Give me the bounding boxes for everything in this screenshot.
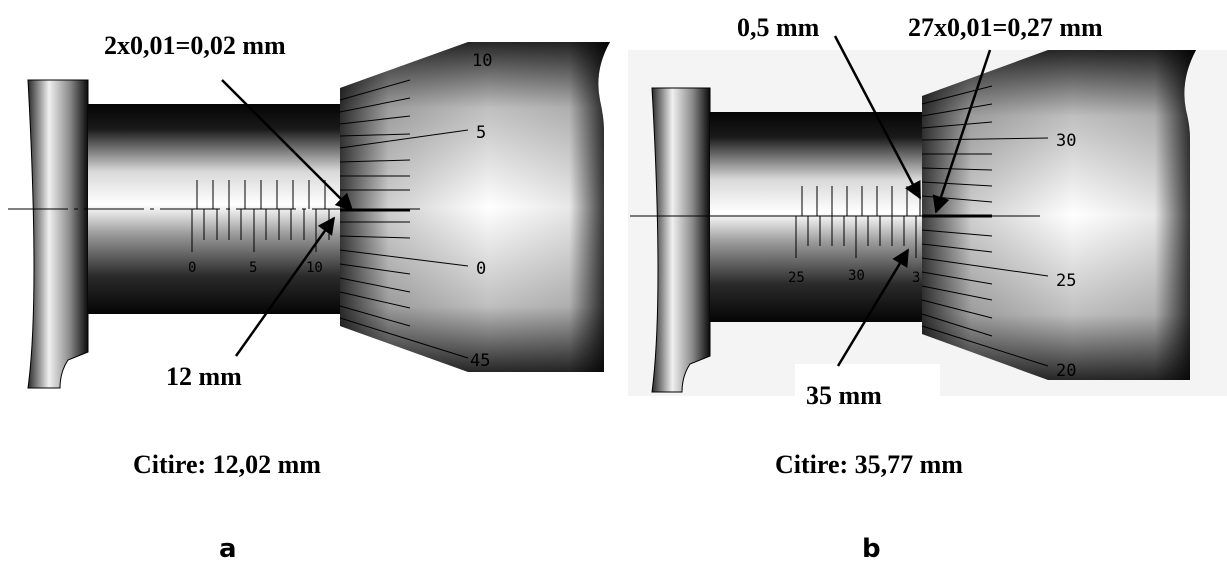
thimble-number-a-1: 10 xyxy=(472,51,492,71)
arrow-thimble-reading-a xyxy=(221,79,354,212)
sleeve-reading-label-a: 12 mm xyxy=(166,362,242,391)
sleeve-number-a-3: 10 xyxy=(306,260,323,276)
panel-letter-b: b xyxy=(862,534,881,564)
thimble-number-a-3: 0 xyxy=(476,259,486,279)
arrow-half-mm-b xyxy=(833,35,922,200)
arrow-sleeve-reading-b xyxy=(836,248,910,367)
thimble-number-b-2: 25 xyxy=(1056,271,1076,291)
sleeve-number-b-3: 3 xyxy=(912,270,920,286)
panel-letter-a: a xyxy=(219,534,237,564)
micrometer-frame-a xyxy=(27,79,89,389)
sleeve-number-a-1: 0 xyxy=(188,260,196,276)
sleeve-scale-a xyxy=(191,180,330,252)
sleeve-number-b-2: 30 xyxy=(848,268,865,284)
thimble-reading-label-a: 2x0,01=0,02 mm xyxy=(104,31,286,60)
reading-caption-a: Citire: 12,02 mm xyxy=(133,450,321,479)
thimble-graduations-a xyxy=(339,79,469,359)
arrow-thimble-reading-b xyxy=(932,49,992,214)
half-mm-label-b: 0,5 mm xyxy=(737,13,820,42)
arrow-sleeve-reading-a xyxy=(234,216,336,357)
thimble-number-b-3: 20 xyxy=(1056,361,1076,381)
sleeve-reading-label-b: 35 mm xyxy=(806,381,882,410)
thimble-number-b-1: 30 xyxy=(1056,131,1076,151)
thimble-number-a-2: 5 xyxy=(476,123,486,143)
label-box-thimble-b xyxy=(880,0,1227,50)
label-box-half-mm xyxy=(700,0,860,50)
thimble-reading-label-b: 27x0,01=0,27 mm xyxy=(908,13,1103,42)
panel-b: 30 25 20 25 30 3 xyxy=(628,0,1227,564)
micrometer-frame-b xyxy=(651,87,711,393)
thimble-graduations-b xyxy=(921,85,1049,367)
label-box-sleeve-b xyxy=(795,364,940,416)
thimble-number-a-4: 45 xyxy=(470,351,490,371)
sleeve-number-a-2: 5 xyxy=(249,260,257,276)
sleeve-number-b-1: 25 xyxy=(788,270,805,286)
reading-caption-b: Citire: 35,77 mm xyxy=(775,450,963,479)
panel-a: 10 5 0 45 xyxy=(8,31,610,564)
